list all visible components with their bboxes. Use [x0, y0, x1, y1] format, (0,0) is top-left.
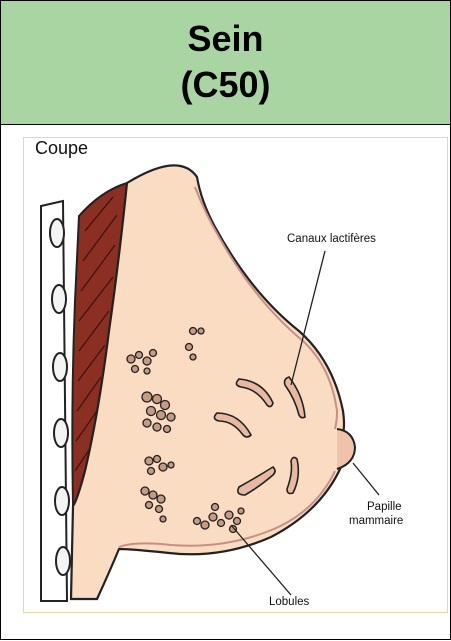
nipple-label-line1: Papille: [367, 501, 402, 513]
nipple: [337, 429, 355, 469]
nipple-label-line2: mammaire: [349, 515, 403, 527]
nipple-leader: [353, 463, 379, 495]
chest-wall: [41, 201, 67, 601]
lobules-label: Lobules: [269, 596, 310, 608]
ducts-label: Canaux lactifères: [287, 233, 376, 245]
